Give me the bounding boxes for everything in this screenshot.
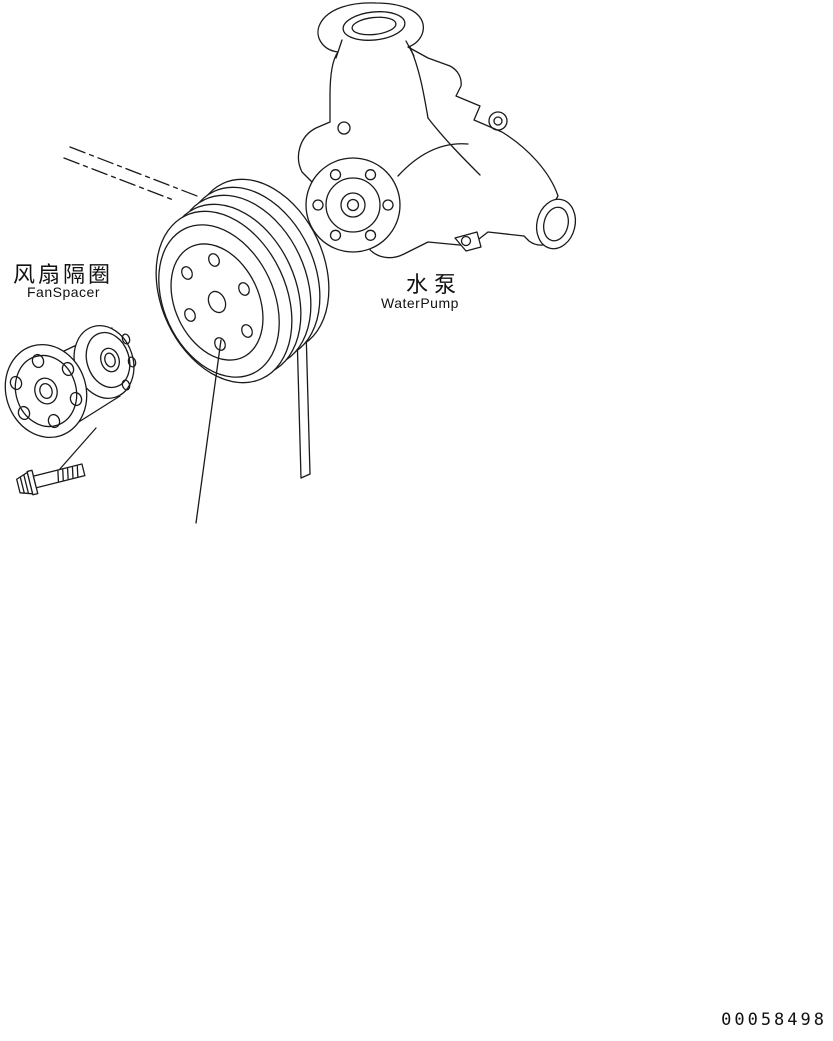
fan-spacer-drawing <box>4 325 137 479</box>
fan-spacer-label-zh: 风扇隔圈 <box>13 262 114 287</box>
pump-flange-drawing <box>305 157 401 253</box>
part-number: 00058498 <box>721 1010 827 1030</box>
fan-spacer-label-en: FanSpacer <box>27 284 100 300</box>
belt-centerline-lines <box>63 146 198 202</box>
bolt-drawing <box>16 463 86 496</box>
leader-line <box>195 339 222 524</box>
water-pump-label-zh: 水泵 <box>406 272 463 297</box>
fan-pulley-drawing <box>155 178 330 384</box>
water-pump-label-en: WaterPump <box>381 295 459 311</box>
